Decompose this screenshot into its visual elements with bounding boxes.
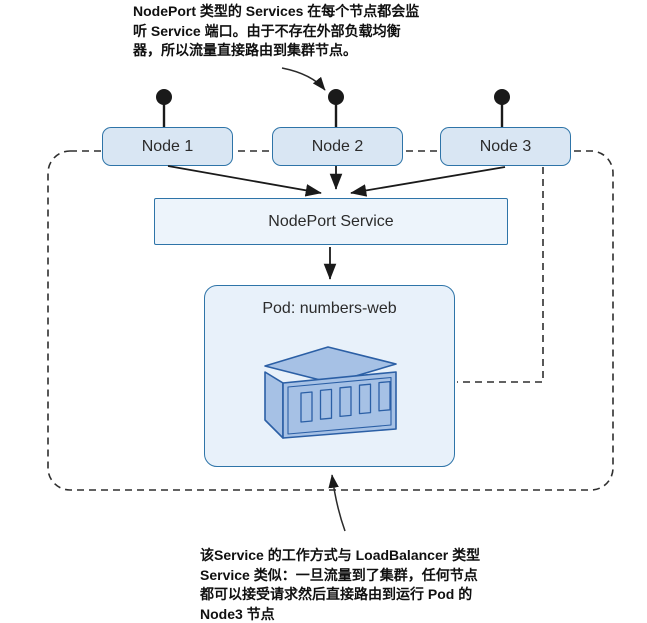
nodeport-service-label: NodePort Service: [268, 212, 394, 230]
bottom-annotation-line2: Service 类似：一旦流量到了集群，任何节点: [200, 566, 478, 583]
nodeport-service-box: NodePort Service: [154, 198, 508, 245]
node2-box: Node 2: [272, 127, 403, 166]
top-annotation-line2: 听 Service 端口。由于不存在外部负载均衡: [133, 22, 401, 39]
bottom-annotation-line4: Node3 节点: [200, 605, 275, 622]
node2-label: Node 2: [311, 137, 364, 155]
pod-box: Pod: numbers-web: [204, 285, 455, 467]
node3-label: Node 3: [479, 137, 532, 155]
top-annotation: NodePort 类型的 Services 在每个节点都会监 听 Service…: [133, 2, 419, 61]
bottom-annotation-line1: 该Service 的工作方式与 LoadBalancer 类型: [200, 547, 481, 563]
node1-label: Node 1: [141, 137, 194, 155]
cluster-boundary-dashed: [47, 150, 614, 491]
bottom-annotation-line3: 都可以接受请求然后直接路由到运行 Pod 的: [200, 586, 473, 602]
bottom-annotation: 该Service 的工作方式与 LoadBalancer 类型 Service …: [200, 546, 480, 623]
pod-label: Pod: numbers-web: [262, 300, 397, 317]
node1-box: Node 1: [102, 127, 233, 166]
node3-box: Node 3: [440, 127, 571, 166]
top-annotation-line3: 器，所以流量直接路由到集群节点。: [133, 42, 357, 58]
top-annotation-line1: NodePort 类型的 Services 在每个节点都会监: [133, 3, 420, 19]
